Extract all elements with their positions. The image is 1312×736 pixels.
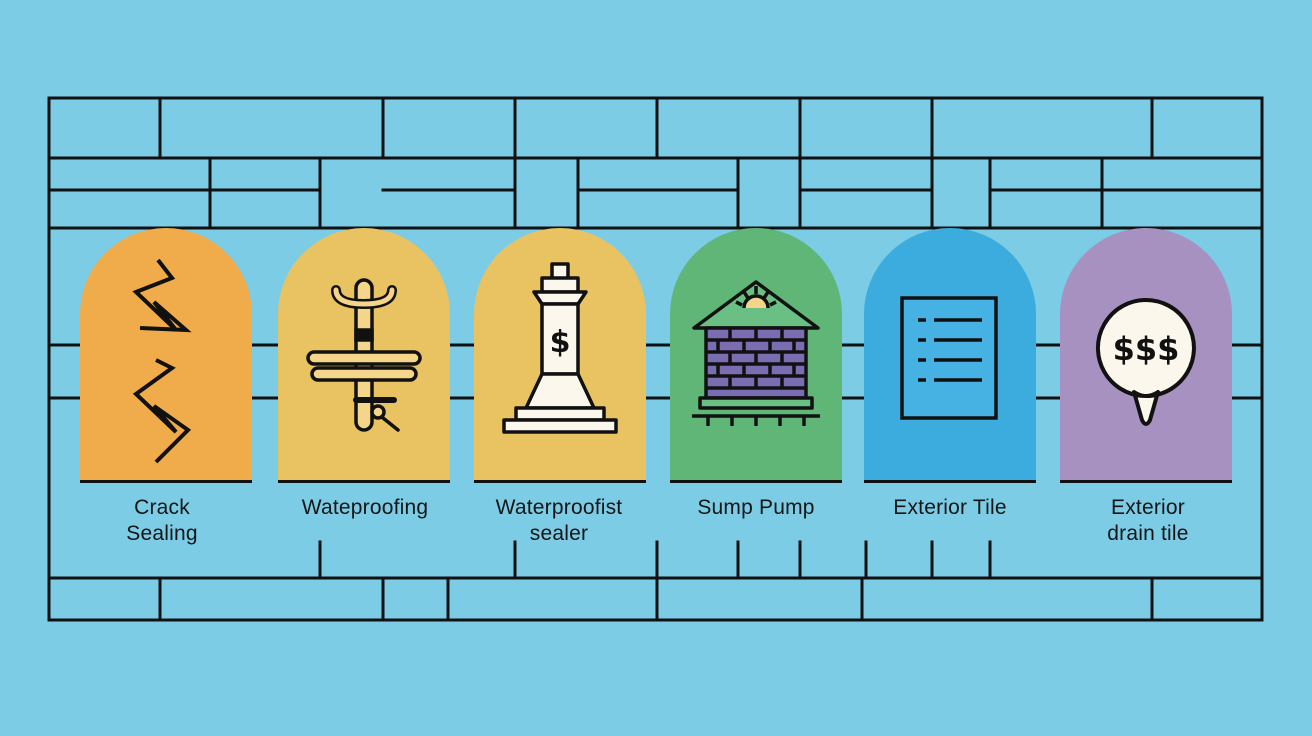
card-wateproofing xyxy=(278,228,450,483)
label-wateproofing: Wateproofing xyxy=(301,496,429,519)
label-exterior-drain-tile: Exterior drain tile xyxy=(1107,496,1189,545)
sealer-bottle-dollar-icon: $ xyxy=(502,262,618,434)
card-crack-sealing xyxy=(80,228,252,483)
label-exterior-tile: Exterior Tile xyxy=(893,496,1007,519)
bubble-dollar-signs: $$$ xyxy=(1113,330,1180,368)
card-waterproofist-sealer: $ xyxy=(474,228,646,483)
pipe-valve-icon xyxy=(306,278,422,432)
label-sump-pump: Sump Pump xyxy=(697,496,815,519)
dollar-speech-bubble-icon: $$$ xyxy=(1095,298,1196,426)
card-exterior-tile xyxy=(864,228,1036,483)
brick-house-icon xyxy=(692,280,820,426)
bottle-dollar-sign: $ xyxy=(550,325,571,360)
document-list-icon xyxy=(900,296,998,420)
label-crack-sealing: Crack Sealing xyxy=(126,496,198,545)
card-exterior-drain-tile: $$$ xyxy=(1060,228,1232,483)
card-sump-pump xyxy=(670,228,842,483)
crack-zigzag-icon xyxy=(132,258,192,464)
label-waterproofist-sealer: Waterproofist sealer xyxy=(495,496,623,545)
